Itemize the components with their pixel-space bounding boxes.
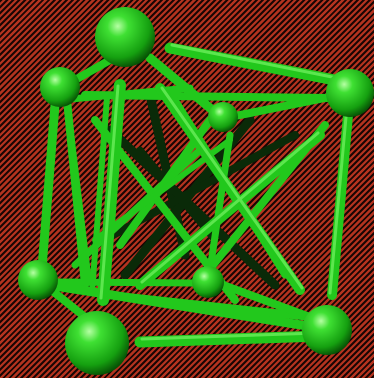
sphere-top xyxy=(95,7,155,67)
sphere-upper-right xyxy=(326,69,374,117)
shadow-rods xyxy=(95,95,295,285)
sphere-center-bottom xyxy=(192,266,224,298)
sphere-lower-left xyxy=(18,260,58,300)
sphere-center-top xyxy=(208,102,238,132)
sphere-bottom-left xyxy=(65,311,129,375)
sphere-upper-left xyxy=(40,67,80,107)
sphere-bottom-right xyxy=(302,305,352,355)
